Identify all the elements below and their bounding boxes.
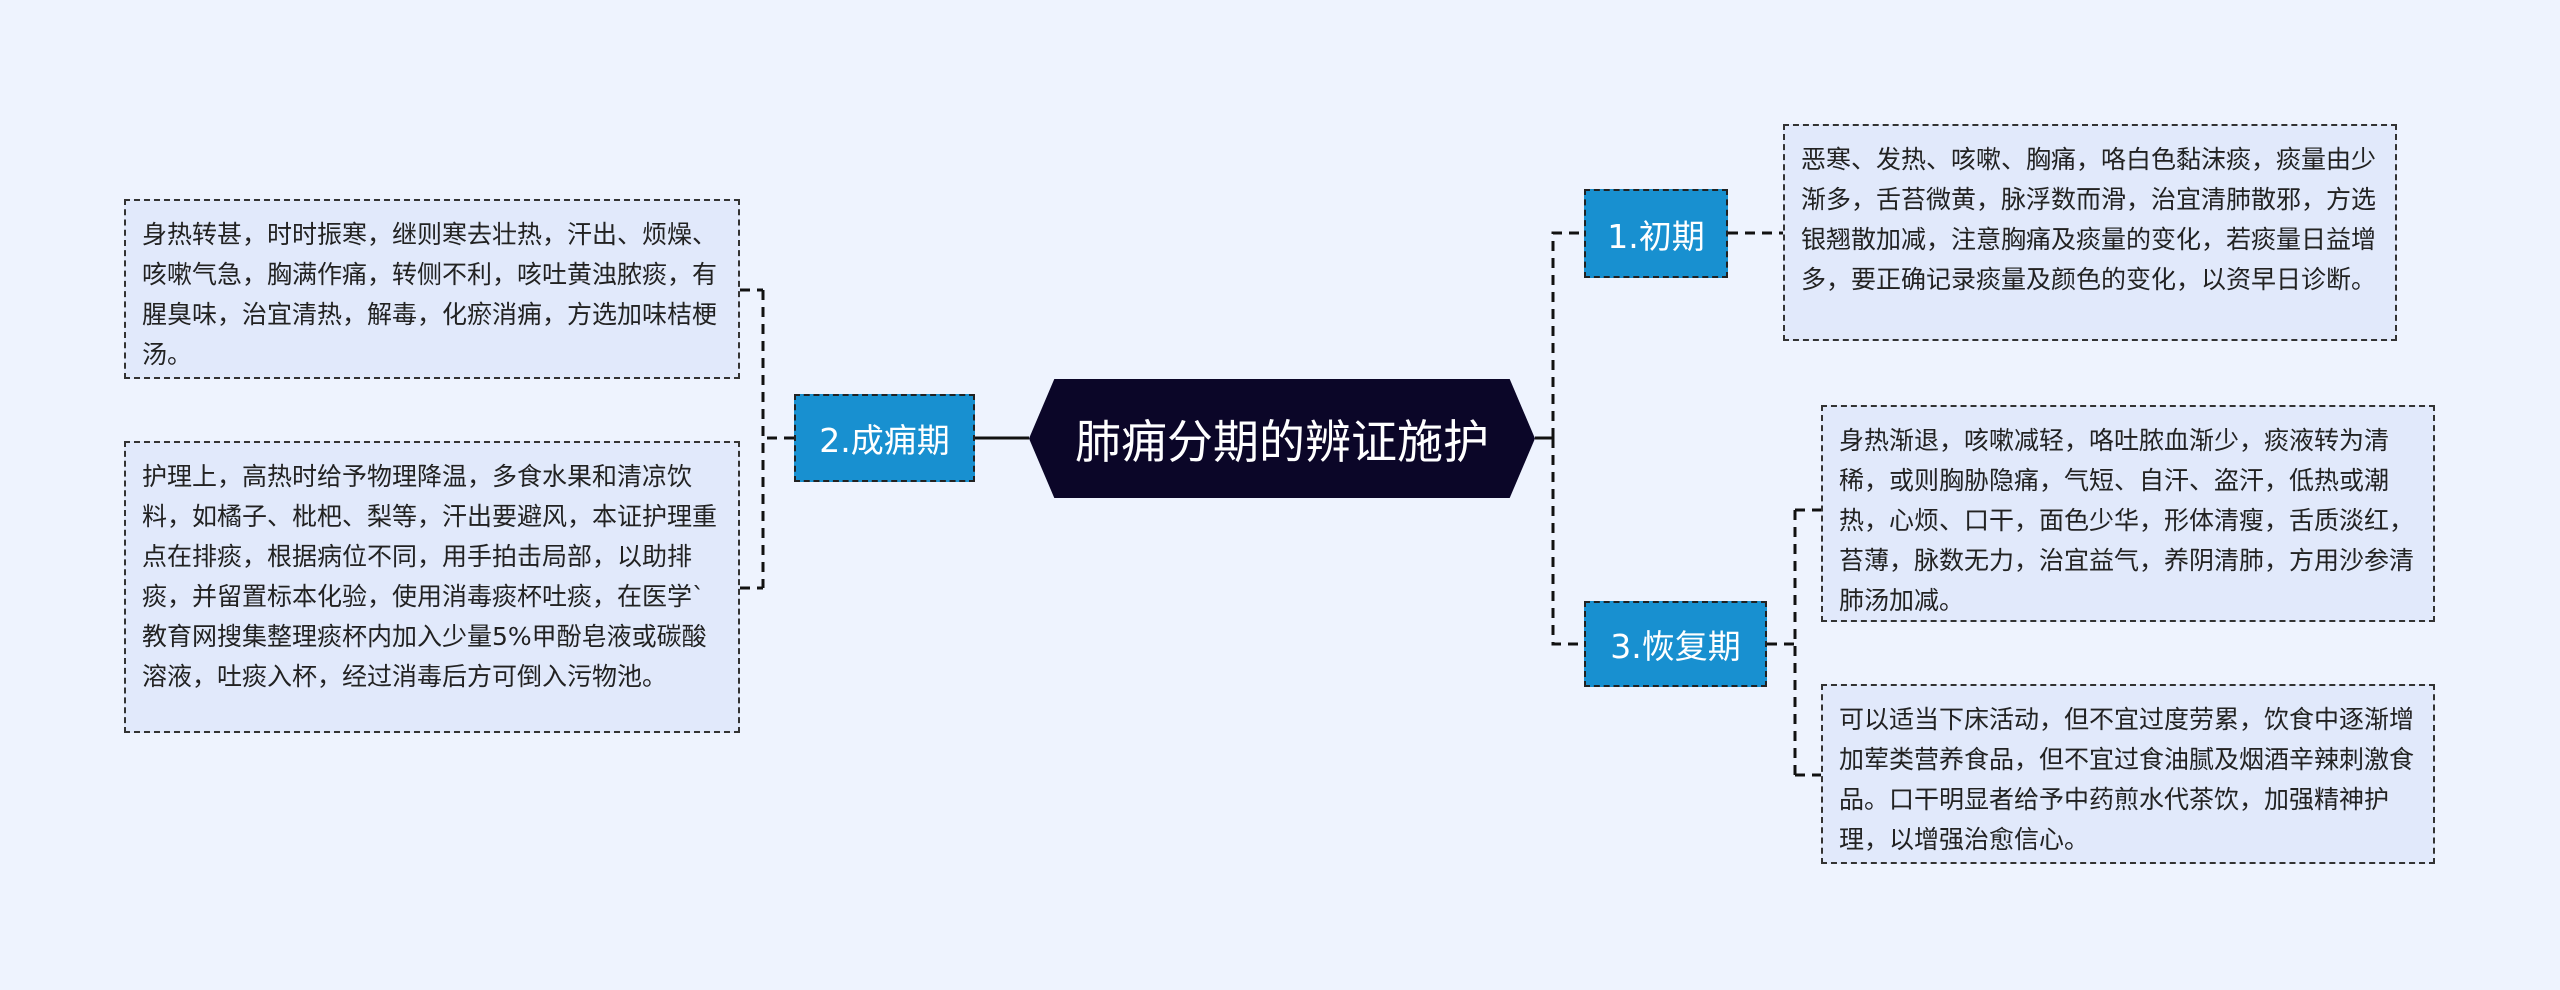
note-abscess-nursing[interactable]: 护理上，高热时给予物理降温，多食水果和清凉饮料，如橘子、枇杷、梨等，汗出要避风，… (124, 441, 740, 733)
branch-recovery-stage[interactable]: 3.恢复期 (1584, 601, 1767, 687)
root-topic[interactable]: 肺痈分期的辨证施护 (1029, 379, 1535, 498)
root-title: 肺痈分期的辨证施护 (1075, 414, 1489, 469)
note-recovery-nursing[interactable]: 可以适当下床活动，但不宜过度劳累，饮食中逐渐增加荤类营养食品，但不宜过食油腻及烟… (1821, 684, 2435, 864)
note-initial-stage[interactable]: 恶寒、发热、咳嗽、胸痛，咯白色黏沫痰，痰量由少渐多，舌苔微黄，脉浮数而滑，治宜清… (1783, 124, 2397, 341)
note-recovery-symptoms[interactable]: 身热渐退，咳嗽减轻，咯吐脓血渐少，痰液转为清稀，或则胸胁隐痛，气短、自汗、盗汗，… (1821, 405, 2435, 622)
branch-label: 2.成痈期 (819, 421, 950, 460)
branch-initial-stage[interactable]: 1.初期 (1584, 189, 1728, 278)
branch-label: 3.恢复期 (1610, 627, 1741, 666)
branch-label: 1.初期 (1607, 216, 1705, 256)
note-abscess-symptoms[interactable]: 身热转甚，时时振寒，继则寒去壮热，汗出、烦燥、咳嗽气急，胸满作痛，转侧不利，咳吐… (124, 199, 740, 379)
branch-abscess-stage[interactable]: 2.成痈期 (794, 394, 975, 482)
